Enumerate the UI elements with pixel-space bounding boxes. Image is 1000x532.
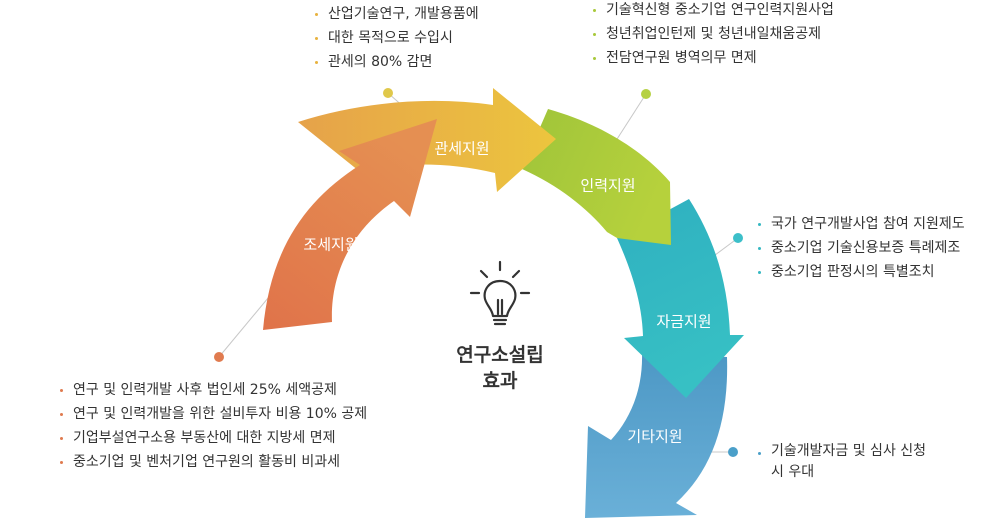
segment-inryeok: [522, 109, 671, 245]
list-item: 연구 및 인력개발 사후 법인세 25% 세액공제: [60, 378, 367, 402]
center-title-line1: 연구소설립: [456, 344, 543, 366]
list-inryeok: 기술혁신형 중소기업 연구인력지원사업 청년취업인턴제 및 청년내일채움공제 전…: [593, 0, 834, 70]
list-item: 관세의 80% 감면: [315, 50, 479, 74]
segment-label-inryeok: 인력지원: [580, 177, 635, 195]
list-item: 대한 목적으로 수입시: [315, 26, 479, 50]
list-item: 중소기업 기술신용보증 특례제조: [758, 236, 965, 260]
segment-label-gwan: 관세지원: [434, 140, 489, 158]
connector-dot-gwan: [383, 88, 393, 98]
lightbulb-icon: [469, 260, 531, 326]
center-title-line2: 효과: [483, 370, 518, 392]
segment-jageum: [617, 199, 744, 398]
segment-label-gita: 기타지원: [627, 428, 682, 446]
list-item: 산업기술연구, 개발용품에: [315, 2, 479, 26]
list-item: 연구 및 인력개발을 위한 설비투자 비용 10% 공제: [60, 402, 367, 426]
segment-label-jageum: 자금지원: [656, 313, 711, 331]
list-item: 청년취업인턴제 및 청년내일채움공제: [593, 22, 834, 46]
list-jose: 연구 및 인력개발 사후 법인세 25% 세액공제 연구 및 인력개발을 위한 …: [60, 378, 367, 474]
list-gita: 기술개발자금 및 심사 신청시 우대: [758, 441, 931, 483]
list-item: 기술개발자금 및 심사 신청시 우대: [758, 441, 931, 483]
list-item: 국가 연구개발사업 참여 지원제도: [758, 212, 965, 236]
list-item: 전담연구원 병역의무 면제: [593, 46, 834, 70]
list-item: 중소기업 및 벤처기업 연구원의 활동비 비과세: [60, 450, 367, 474]
connector-dot-inryeok: [641, 89, 651, 99]
list-item: 기술혁신형 중소기업 연구인력지원사업: [593, 0, 834, 22]
connector-dot-gita: [728, 447, 738, 457]
segment-jose: [263, 119, 437, 330]
list-gwan: 산업기술연구, 개발용품에 대한 목적으로 수입시 관세의 80% 감면: [315, 2, 479, 74]
connector-dot-jose: [214, 352, 224, 362]
list-item: 중소기업 판정시의 특별조치: [758, 260, 965, 284]
list-jageum: 국가 연구개발사업 참여 지원제도 중소기업 기술신용보증 특례제조 중소기업 …: [758, 212, 965, 284]
segment-gita: [585, 353, 728, 518]
segment-label-jose: 조세지원: [303, 236, 358, 254]
connector-dot-jageum: [733, 233, 743, 243]
list-item: 기업부설연구소용 부동산에 대한 지방세 면제: [60, 426, 367, 450]
